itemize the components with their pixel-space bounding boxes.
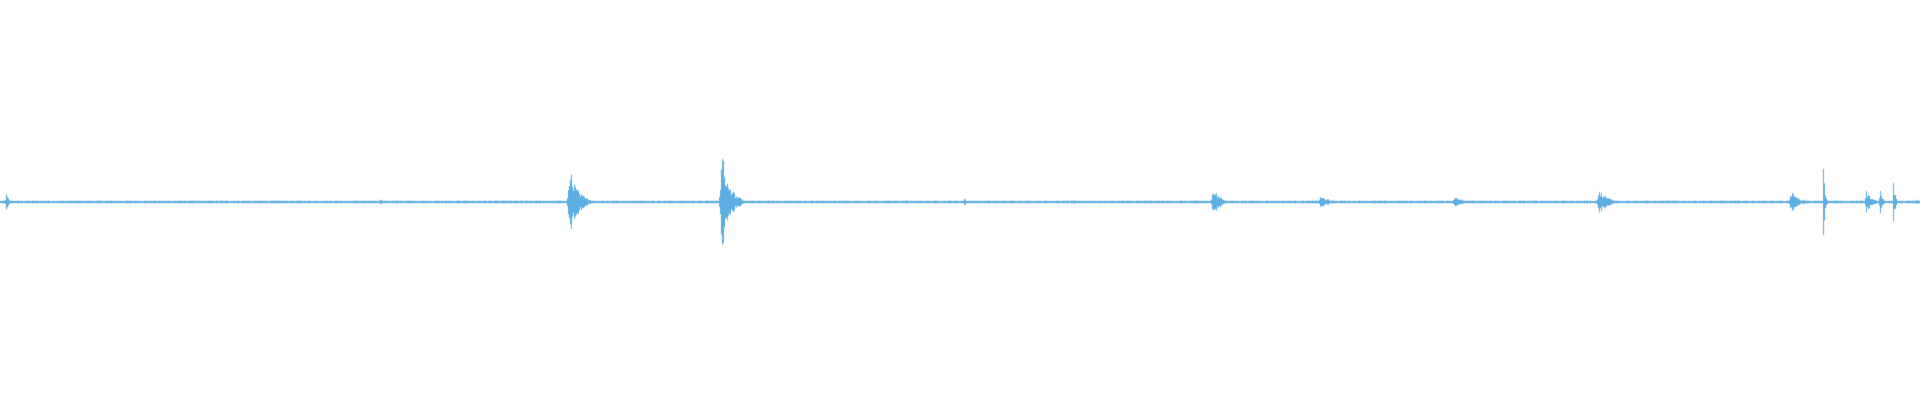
audio-waveform (0, 0, 1920, 400)
